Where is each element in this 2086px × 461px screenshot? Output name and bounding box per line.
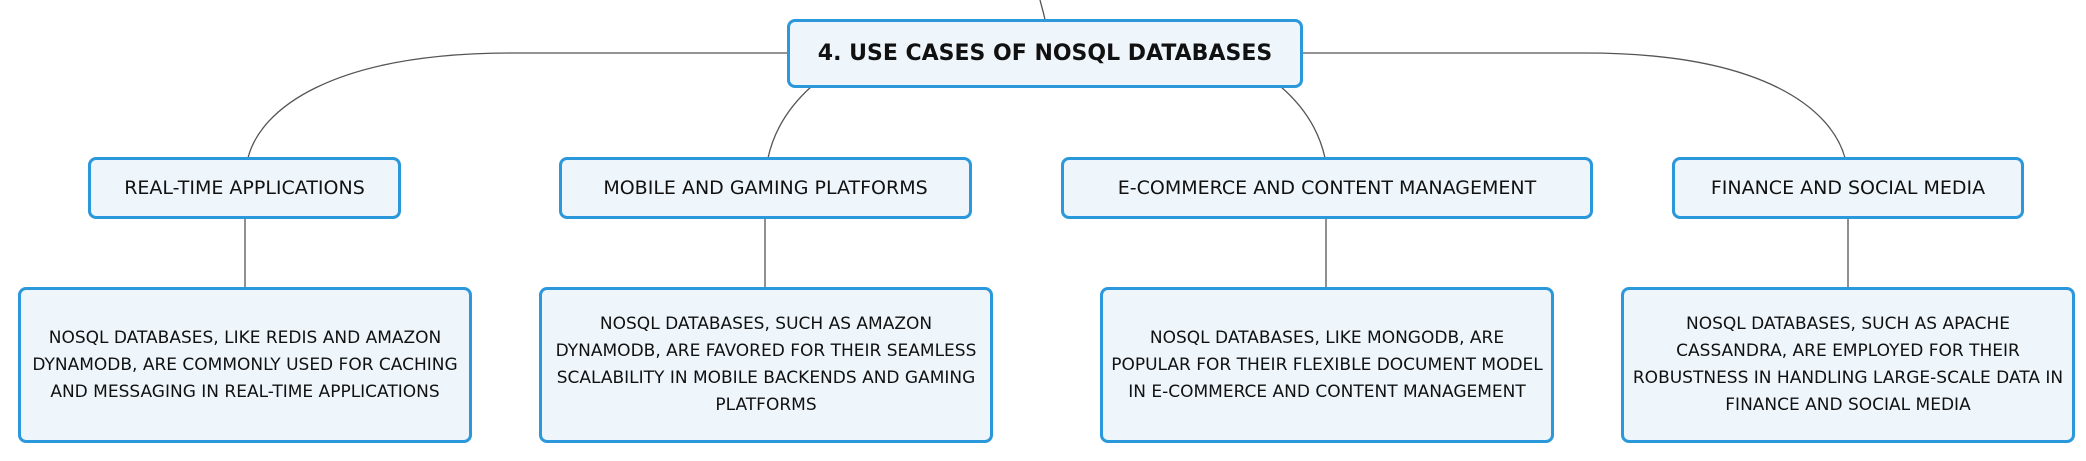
description-text: NOSQL DATABASES, SUCH AS AMAZON DYNAMODB… [555,314,977,415]
connector-root-to-real-time [247,52,787,159]
topic-real-time-applications[interactable]: REAL-TIME APPLICATIONS [88,157,401,219]
connector-root-to-mobile [767,85,813,159]
root-topic-label: 4. USE CASES OF NOSQL DATABASES [817,41,1273,66]
connector-root-to-ecommerce [1279,85,1326,159]
description-text: NOSQL DATABASES, SUCH AS APACHE CASSANDR… [1632,314,2064,415]
topic-ecommerce-and-content-management[interactable]: E-COMMERCE AND CONTENT MANAGEMENT [1061,157,1593,219]
topic-label: E-COMMERCE AND CONTENT MANAGEMENT [1117,177,1537,199]
description-text: NOSQL DATABASES, LIKE REDIS AND AMAZON D… [32,327,458,402]
topic-mobile-and-gaming-platforms[interactable]: MOBILE AND GAMING PLATFORMS [559,157,972,219]
topic-label: REAL-TIME APPLICATIONS [124,177,365,199]
topic-label: FINANCE AND SOCIAL MEDIA [1710,177,1986,199]
topic-finance-and-social-media[interactable]: FINANCE AND SOCIAL MEDIA [1672,157,2024,219]
description-ecommerce-and-content-management[interactable]: NOSQL DATABASES, LIKE MONGODB, ARE POPUL… [1100,287,1554,443]
description-real-time-applications[interactable]: NOSQL DATABASES, LIKE REDIS AND AMAZON D… [18,287,472,443]
root-topic[interactable]: 4. USE CASES OF NOSQL DATABASES [787,19,1303,88]
connector-parent-to-root [1039,0,1046,21]
topic-label: MOBILE AND GAMING PLATFORMS [603,177,928,199]
connector-root-to-finance [1302,52,1846,159]
description-text: NOSQL DATABASES, LIKE MONGODB, ARE POPUL… [1111,327,1543,402]
description-mobile-and-gaming-platforms[interactable]: NOSQL DATABASES, SUCH AS AMAZON DYNAMODB… [539,287,993,443]
description-finance-and-social-media[interactable]: NOSQL DATABASES, SUCH AS APACHE CASSANDR… [1621,287,2075,443]
